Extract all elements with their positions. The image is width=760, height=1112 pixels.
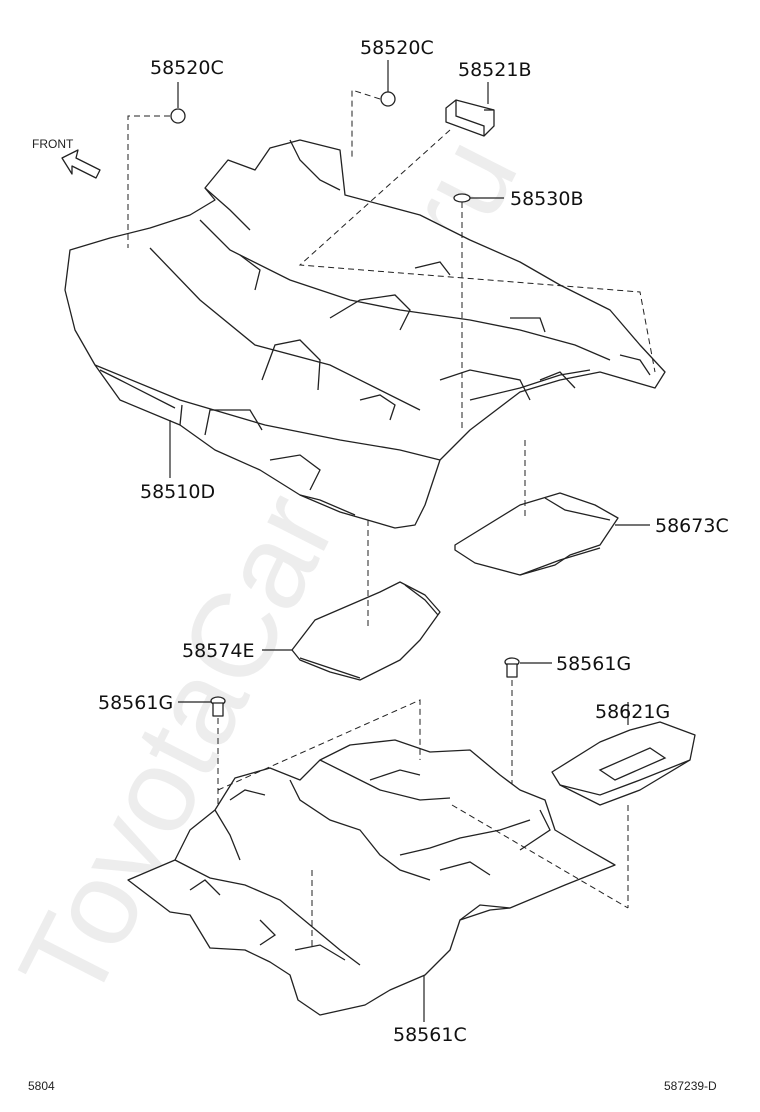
label-58673c: 58673C xyxy=(655,515,729,537)
guide-58520c-b xyxy=(351,89,381,160)
footer-left-code: 5804 xyxy=(28,1079,55,1093)
label-58621g: 58621G xyxy=(595,701,670,723)
front-label: FRONT xyxy=(32,137,74,151)
footer-right-code: 587239-D xyxy=(664,1079,717,1093)
clip-58561g-right xyxy=(504,657,520,678)
guide-58521b xyxy=(298,129,656,373)
label-58520c-b: 58520C xyxy=(360,37,434,59)
pad-58673c xyxy=(454,492,619,576)
carpet-lower-58561c xyxy=(127,739,616,1016)
clip-58530b xyxy=(453,193,471,203)
pad-58621g xyxy=(551,721,696,806)
clip-58521b xyxy=(445,99,495,137)
label-58510d: 58510D xyxy=(140,481,215,503)
guide-58520c-a xyxy=(127,115,170,248)
guide-58621g-lower xyxy=(451,804,629,909)
label-58561g-a: 58561G xyxy=(98,692,173,714)
guide-58574e-lower xyxy=(217,699,421,791)
label-58574e: 58574E xyxy=(182,640,254,662)
carpet-upper-58510d xyxy=(64,139,666,529)
front-arrow-icon xyxy=(61,149,101,179)
clip-58561g-left xyxy=(210,696,226,717)
clip-58520c-left xyxy=(170,108,186,124)
label-58561g-b: 58561G xyxy=(556,653,631,675)
label-58520c-a: 58520C xyxy=(150,57,224,79)
label-58530b: 58530B xyxy=(510,188,583,210)
label-58561c: 58561C xyxy=(393,1024,467,1046)
label-58521b: 58521B xyxy=(458,59,531,81)
clip-58520c-right xyxy=(380,91,396,107)
pad-58574e xyxy=(291,581,441,681)
